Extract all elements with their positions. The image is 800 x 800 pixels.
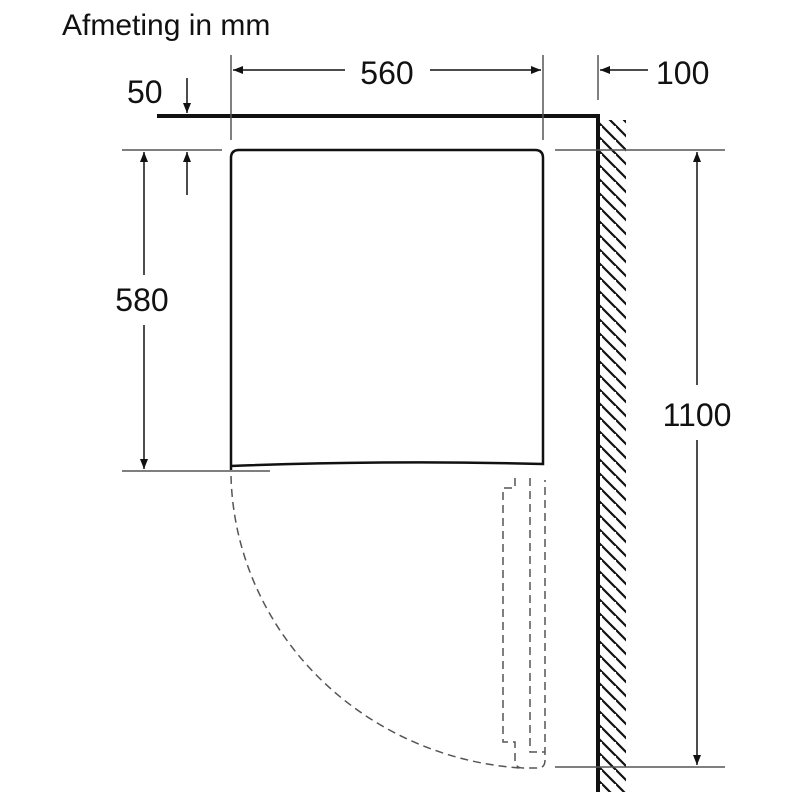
depth-label: 580 [115, 282, 168, 318]
height-label: 1100 [663, 397, 732, 433]
diagram-title: Afmeting in mm [62, 9, 270, 42]
wall-gap-label: 100 [656, 55, 709, 91]
extension-lines [122, 55, 725, 768]
top-gap-label: 50 [127, 74, 163, 110]
appliance-body [229, 148, 545, 470]
width-label: 560 [360, 55, 413, 91]
wall [596, 116, 626, 792]
door-swing [230, 475, 546, 769]
